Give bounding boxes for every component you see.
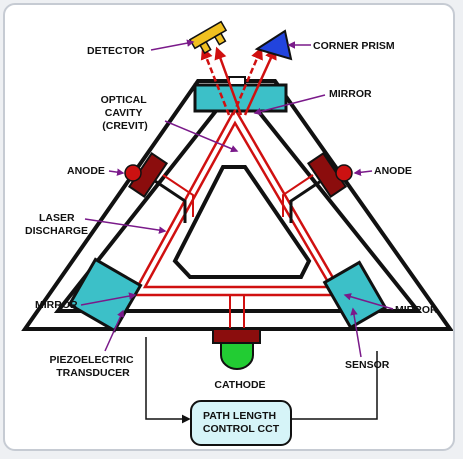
ring-laser-gyro-diagram: DETECTOR CORNER PRISM OPTICAL CAVITY (CR… <box>21 20 453 446</box>
laser-discharge-pointer <box>84 218 167 234</box>
control-box-line-2: CONTROL CCT <box>203 423 280 435</box>
sensor-label: SENSOR <box>345 359 390 371</box>
top-mirror-plate <box>228 76 246 86</box>
output-beams <box>200 46 277 116</box>
anode-left <box>124 151 169 199</box>
mirror-left-pointer <box>80 292 137 306</box>
anode-left-label: ANODE <box>67 165 105 177</box>
anode-left-channel <box>154 174 194 223</box>
control-box <box>190 400 292 446</box>
piezo-pointer <box>104 309 124 352</box>
anode-left-pointer <box>108 168 125 176</box>
feedback-wires <box>145 337 378 424</box>
cathode-electrode <box>212 328 261 344</box>
anode-right-pointer <box>353 168 373 177</box>
cathode-label: CATHODE <box>214 379 265 391</box>
laser-discharge-label: LASER DISCHARGE <box>25 212 88 237</box>
optical-cavity-line-3: (CREVIT) <box>102 120 148 132</box>
mirror-top-label: MIRROR <box>329 88 372 100</box>
center-core <box>172 165 312 279</box>
anode-right-label: ANODE <box>374 165 412 177</box>
optical-cavity-label: OPTICAL CAVITY (CREVIT) <box>101 94 150 132</box>
optical-cavity-line-2: CAVITY <box>105 107 143 119</box>
mirror-left-label: MIRROR <box>35 299 78 311</box>
piezo-line-1: PIEZOELECTRIC <box>50 354 134 366</box>
cathode-bulb <box>220 342 254 370</box>
mirror-top-pointer <box>253 94 326 116</box>
optical-cavity-line-1: OPTICAL <box>101 94 148 106</box>
right-mirror-block <box>322 260 388 330</box>
piezo-label: PIEZOELECTRIC TRANSDUCER <box>50 354 137 379</box>
optical-cavity-pointer <box>164 120 239 153</box>
diagram-frame: DETECTOR CORNER PRISM OPTICAL CAVITY (CR… <box>3 3 455 451</box>
control-box-line-1: PATH LENGTH <box>203 410 276 422</box>
piezo-line-2: TRANSDUCER <box>56 367 130 379</box>
corner-prism-label: CORNER PRISM <box>313 40 395 52</box>
control-box-label: PATH LENGTH CONTROL CCT <box>203 410 280 435</box>
corner-prism-icon <box>254 29 293 61</box>
cathode-channel <box>229 295 245 331</box>
laser-discharge-line-2: DISCHARGE <box>25 225 88 237</box>
anode-right-channel <box>282 174 322 223</box>
laser-discharge-line-1: LASER <box>39 212 75 224</box>
detector-icon <box>188 20 228 55</box>
sensor-pointer <box>350 307 362 358</box>
mirror-right-pointer <box>343 293 394 310</box>
detector-pointer <box>150 39 195 51</box>
mirror-right-label: MIRROR <box>395 304 438 316</box>
anode-right <box>306 151 353 199</box>
detector-label: DETECTOR <box>87 45 145 57</box>
